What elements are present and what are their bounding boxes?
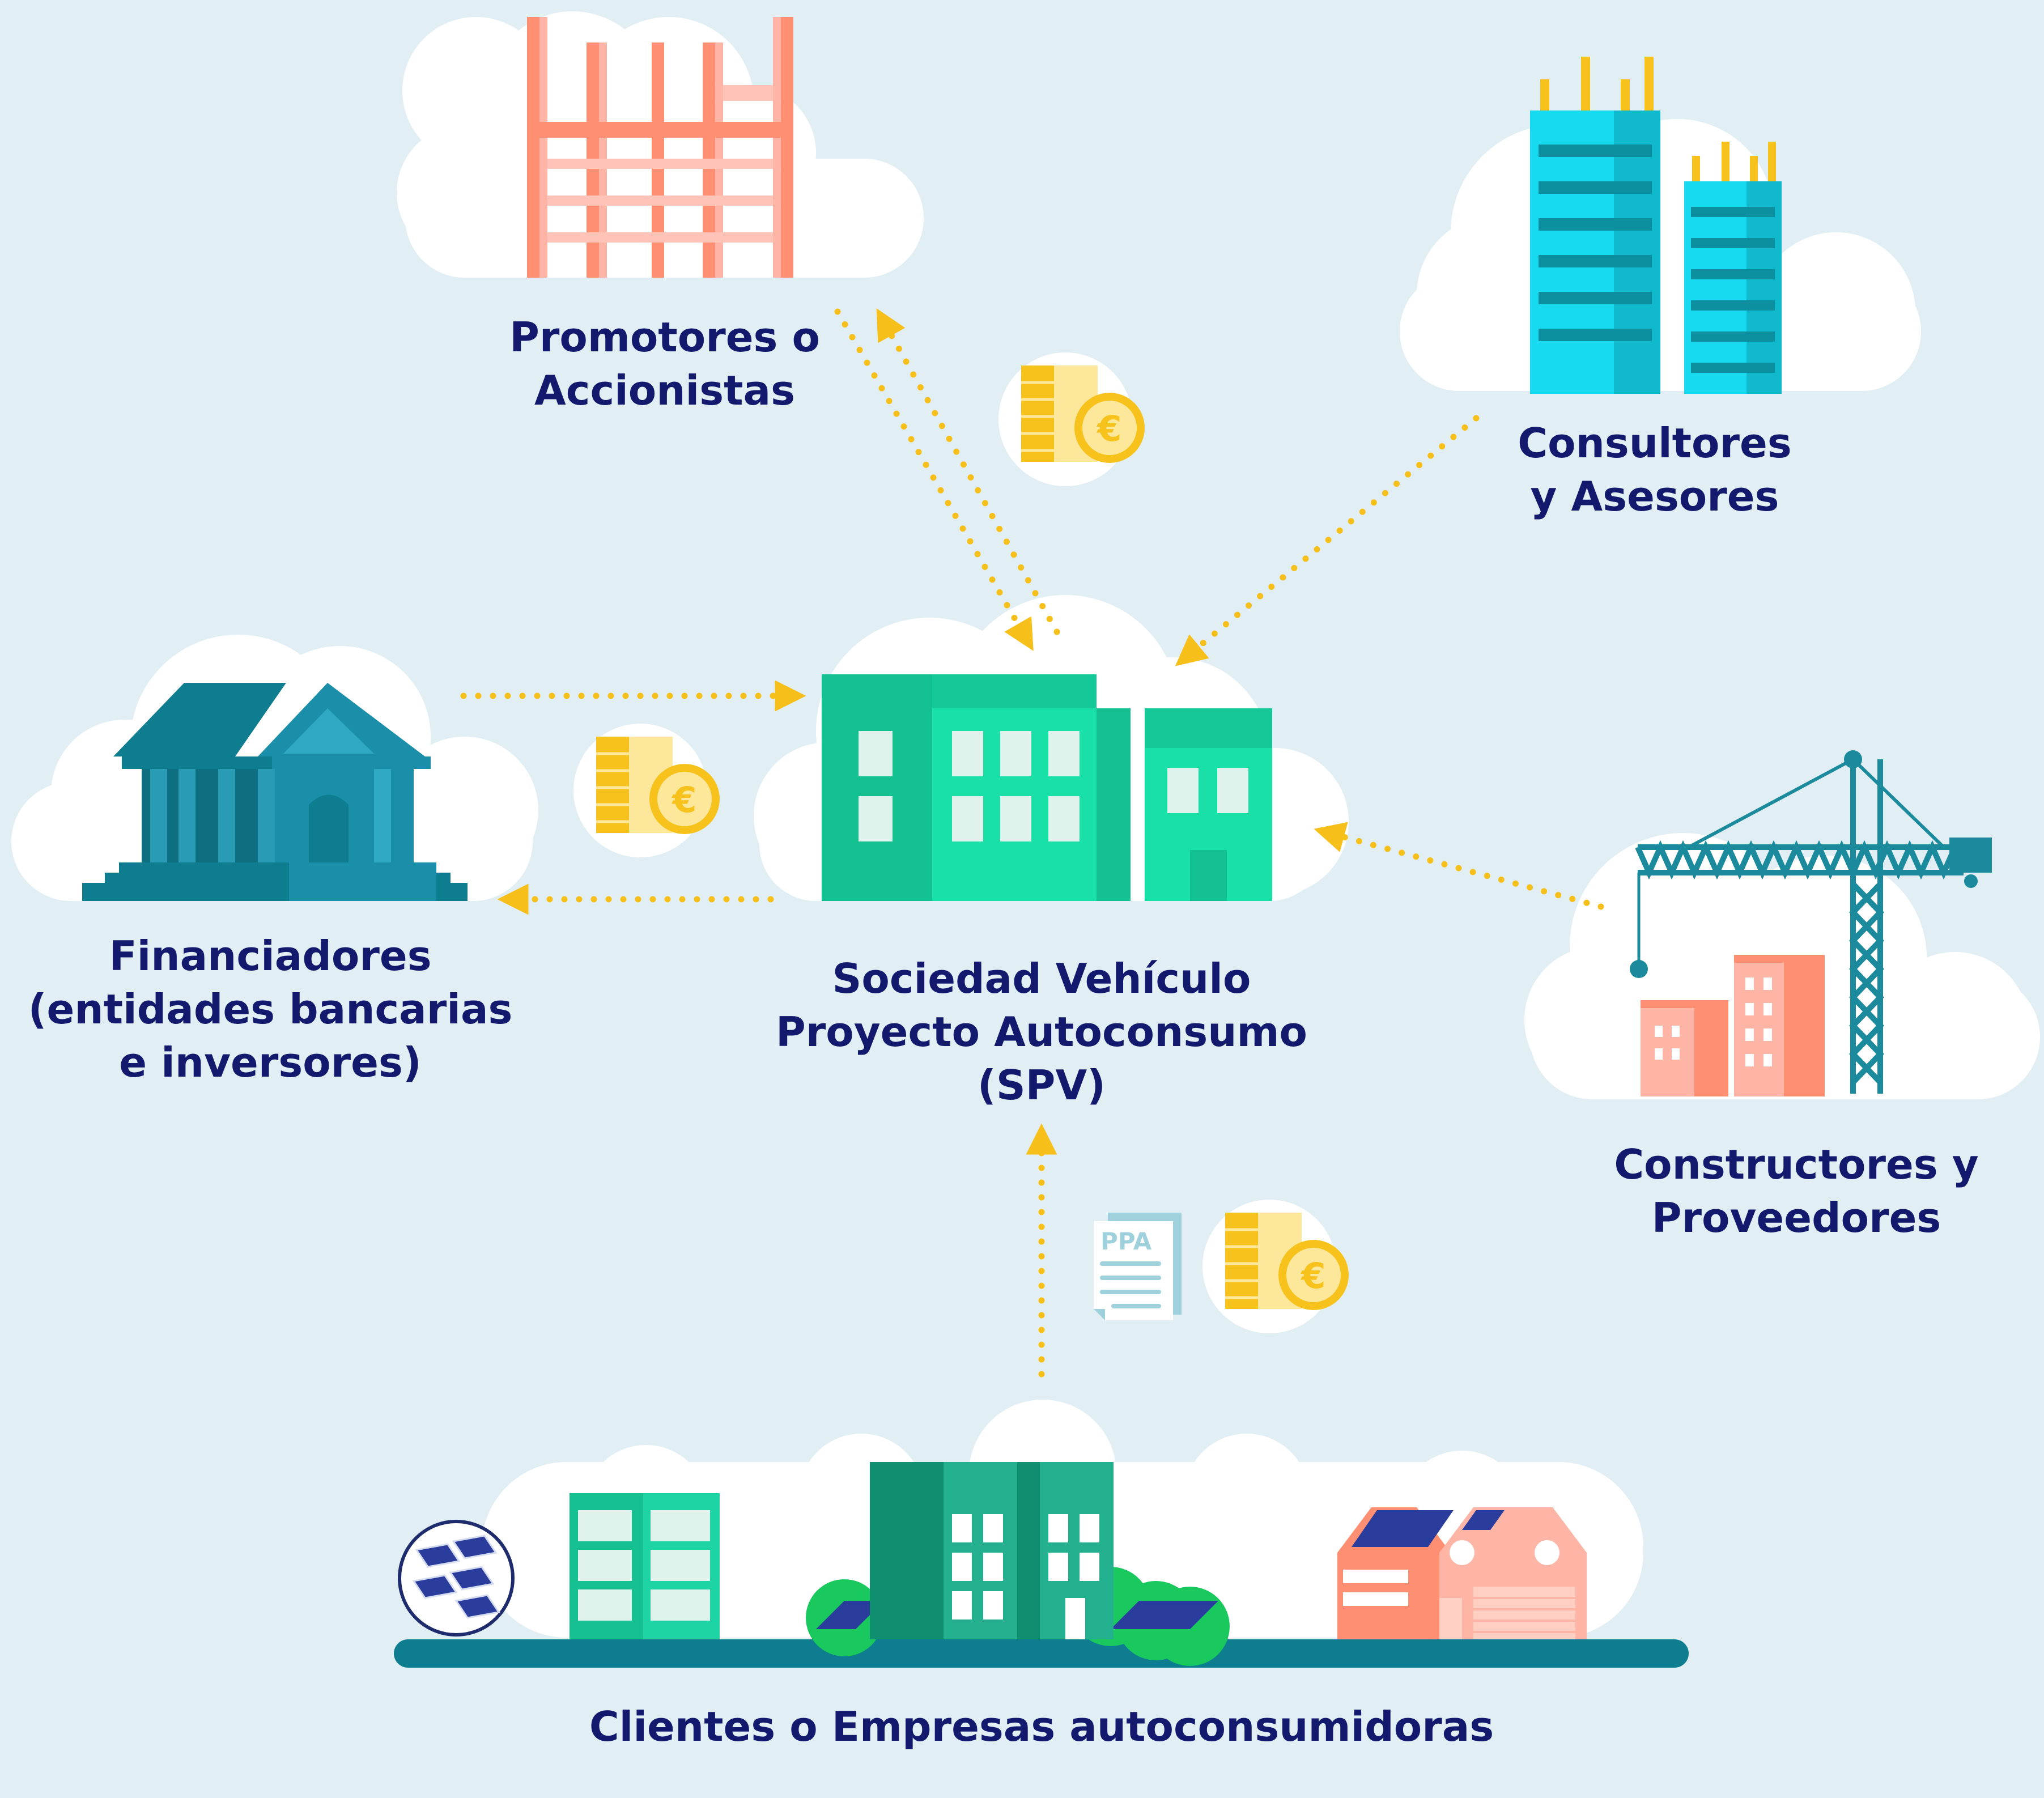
ground-strip	[394, 1639, 1689, 1668]
label-constructores-line-2: Proveedores	[1651, 1194, 1941, 1242]
arrow-spv-to-promotores	[876, 308, 1060, 635]
label-financiadores-line-1: Financiadores	[109, 932, 432, 980]
client-building-green-icon	[570, 1493, 720, 1639]
client-office-tower-icon	[870, 1462, 1114, 1639]
ppa-label: PPA	[1100, 1227, 1152, 1255]
crane-pulley-icon	[1964, 874, 1978, 888]
promotores-scaffold-icon	[527, 17, 793, 278]
bank-icon	[82, 683, 468, 901]
euro-symbol: €	[1096, 408, 1121, 449]
label-spv-line-1: Sociedad Vehículo	[832, 955, 1251, 1002]
arrow-constructores-to-spv	[1314, 822, 1604, 910]
label-consultores-line-2: y Asesores	[1530, 473, 1779, 520]
label-consultores-line-1: Consultores	[1518, 419, 1792, 467]
consultores-towers-icon	[1530, 57, 1782, 394]
crane-counterweight-icon	[1949, 838, 1992, 873]
solar-panel-icon	[398, 1520, 515, 1637]
label-spv-line-2: Proyecto Autoconsumo	[775, 1008, 1308, 1056]
label-promotores-line-2: Accionistas	[534, 367, 795, 414]
label-financiadores: Financiadores (entidades bancarias e inv…	[28, 929, 513, 1089]
money-coins-icon: €	[998, 352, 1145, 486]
label-financiadores-line-2: (entidades bancarias	[28, 985, 513, 1033]
label-spv-line-3: (SPV)	[977, 1061, 1106, 1109]
label-constructores-line-1: Constructores y	[1614, 1141, 1979, 1188]
spv-building-icon	[822, 674, 1272, 901]
ppa-document-icon: PPA	[1094, 1213, 1182, 1320]
label-clientes: Clientes o Empresas autoconsumidoras	[589, 1700, 1494, 1753]
crane-icon	[1635, 758, 1964, 1094]
client-house-icon	[1337, 1507, 1587, 1639]
label-promotores-line-1: Promotores o	[509, 313, 820, 361]
money-coins-icon: €	[1202, 1200, 1349, 1333]
label-financiadores-line-3: e inversores)	[119, 1039, 422, 1086]
euro-symbol: €	[671, 779, 696, 821]
arrows	[460, 308, 1604, 1378]
money-coins-icon: €	[573, 724, 720, 857]
label-spv: Sociedad Vehículo Proyecto Autoconsumo (…	[776, 952, 1307, 1112]
label-promotores: Promotores o Accionistas	[509, 311, 820, 417]
label-consultores: Consultores y Asesores	[1518, 416, 1791, 523]
arrow-consultores-to-spv	[1175, 415, 1480, 666]
label-clientes-line-1: Clientes o Empresas autoconsumidoras	[589, 1703, 1494, 1750]
crane-hook-icon	[1630, 960, 1648, 978]
label-constructores: Constructores y Proveedores	[1614, 1138, 1978, 1244]
construction-buildings-icon	[1641, 955, 1825, 1096]
arrow-promotores-to-spv	[834, 308, 1034, 651]
euro-symbol: €	[1300, 1255, 1325, 1297]
crane-top-icon	[1844, 750, 1862, 768]
